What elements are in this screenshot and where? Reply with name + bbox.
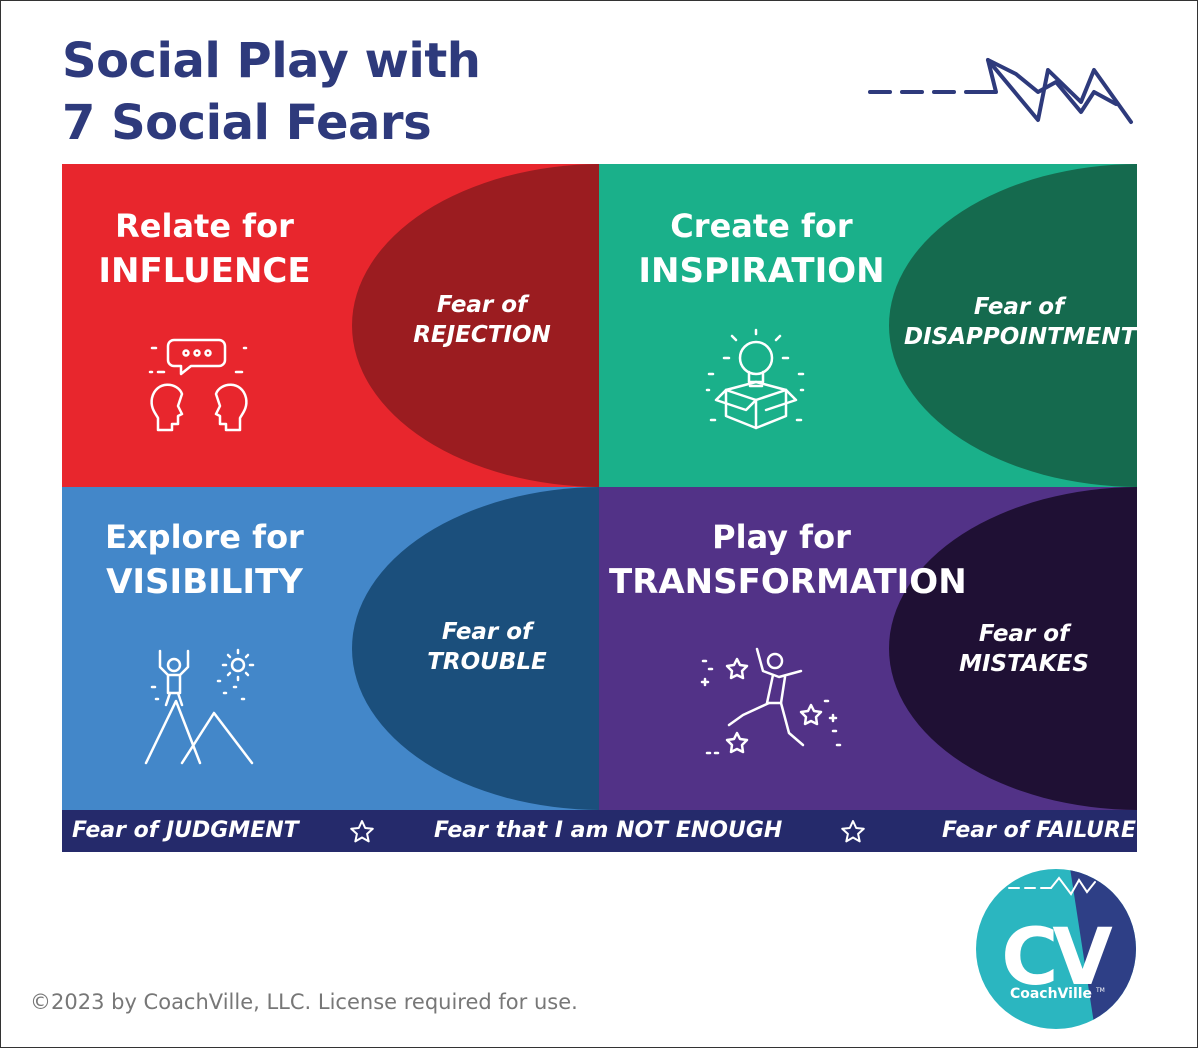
zigzag-decoration-icon — [868, 58, 1133, 124]
fear-label-line2: MISTAKES — [959, 651, 1089, 677]
title-line-2: 7 Social Fears — [62, 95, 432, 151]
fear-label-disappointment: Fear of DISAPPOINTMENT — [904, 292, 1137, 352]
quadrant-title-play: Play for TRANSFORMATION — [609, 515, 967, 605]
quadrant-grid: Relate for INFLUENCE Fear of REJECTION C… — [62, 164, 1137, 810]
copyright-notice: ©2023 by CoachVille, LLC. License requir… — [30, 990, 578, 1014]
fear-label-line1: Fear of — [973, 294, 1065, 320]
star-icon — [350, 820, 374, 843]
fear-failure-label: Fear of FAILURE — [942, 818, 1136, 843]
quadrant-title-line1: Relate for — [115, 207, 294, 245]
fear-label-mistakes: Fear of MISTAKES — [939, 619, 1109, 679]
fear-label-line1: Fear of — [441, 619, 533, 645]
quadrant-title-line2: INFLUENCE — [98, 251, 311, 291]
mountain-climber-icon — [144, 648, 255, 765]
quadrant-title-line1: Create for — [670, 207, 853, 245]
quadrant-title-line2: VISIBILITY — [106, 562, 303, 602]
fear-judgment-label: Fear of JUDGMENT — [72, 818, 299, 843]
quadrant-title-relate: Relate for INFLUENCE — [62, 204, 347, 294]
logo-trademark: TM — [1095, 987, 1105, 994]
quadrant-title-line1: Play for — [712, 518, 851, 556]
quadrant-relate: Relate for INFLUENCE Fear of REJECTION — [62, 164, 599, 487]
logo-name: CoachVille — [1010, 986, 1092, 1002]
fear-label-line1: Fear of — [978, 621, 1070, 647]
quadrant-create: Create for INSPIRATION Fear of DISAPPOIN… — [599, 164, 1137, 487]
star-icon — [841, 820, 865, 843]
two-heads-talking-icon — [148, 338, 248, 432]
fear-label-line2: DISAPPOINTMENT — [904, 324, 1137, 350]
quadrant-play: Play for TRANSFORMATION Fear of MISTAKES — [599, 487, 1137, 810]
coachville-logo: CV CoachVille TM — [976, 869, 1136, 1029]
fear-label-rejection: Fear of REJECTION — [397, 290, 567, 350]
logo-letters: CV — [1001, 913, 1112, 1003]
quadrant-title-create: Create for INSPIRATION — [619, 204, 904, 294]
title-line-1: Social Play with — [62, 33, 481, 89]
lightbulb-box-icon — [705, 328, 805, 430]
fear-label-trouble: Fear of TROUBLE — [402, 617, 572, 677]
quadrant-title-line2: INSPIRATION — [638, 251, 885, 291]
fear-label-line2: REJECTION — [413, 322, 551, 348]
fear-label-line1: Fear of — [436, 292, 528, 318]
page-title: Social Play with 7 Social Fears — [62, 30, 481, 154]
quadrant-title-line2: TRANSFORMATION — [609, 562, 967, 602]
bottom-fear-bar: Fear of JUDGMENT Fear that I am NOT ENOU… — [62, 810, 1137, 852]
dancing-person-stars-icon — [700, 647, 842, 755]
fear-not-enough-label: Fear that I am NOT ENOUGH — [434, 818, 783, 843]
quadrant-explore: Explore for VISIBILITY Fear of TROUBLE — [62, 487, 599, 810]
quadrant-title-explore: Explore for VISIBILITY — [62, 515, 347, 605]
fear-label-line2: TROUBLE — [427, 649, 547, 675]
quadrant-title-line1: Explore for — [105, 518, 304, 556]
